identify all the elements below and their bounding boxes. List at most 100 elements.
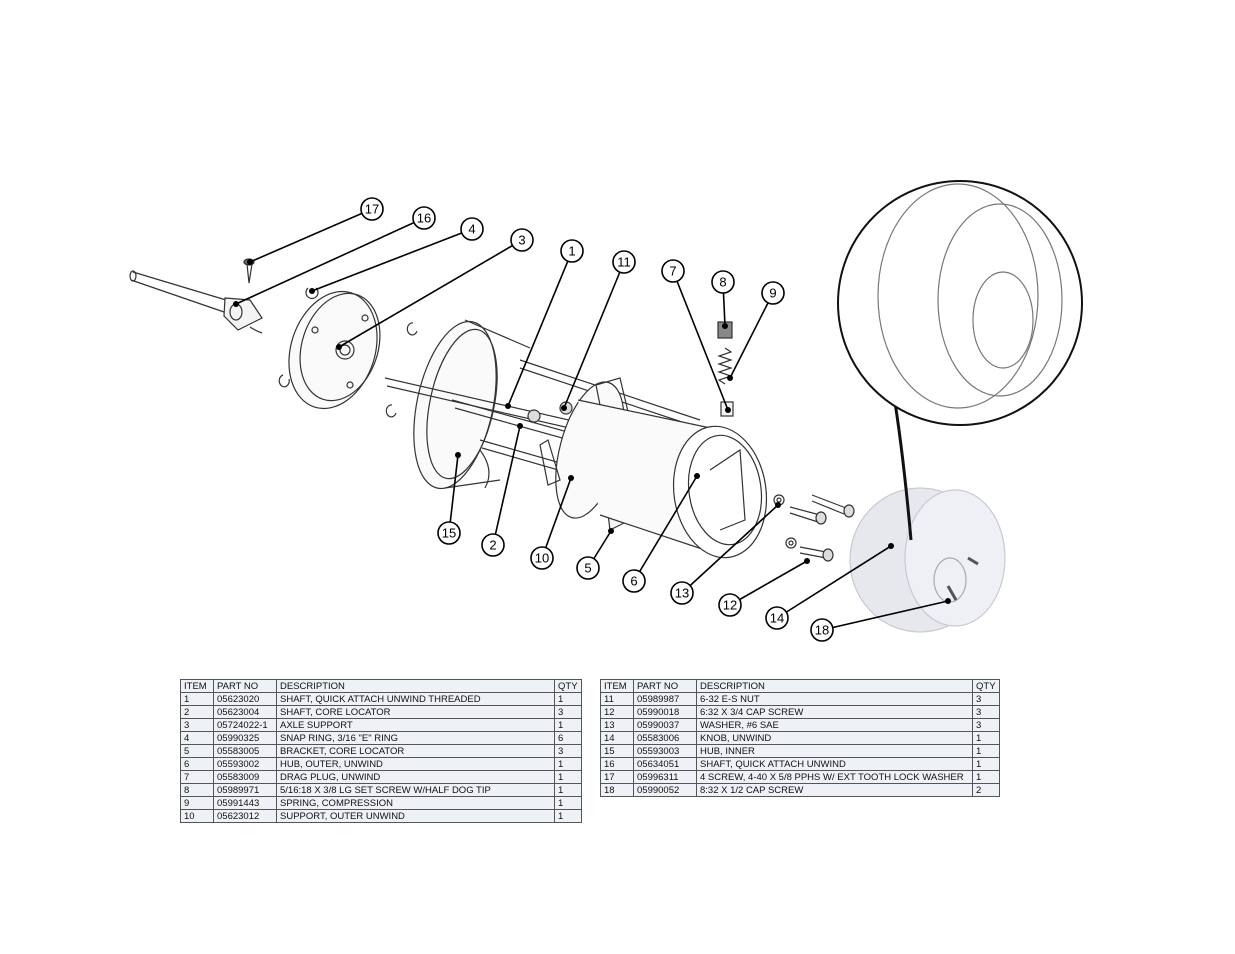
part-no-cell: 05634051 bbox=[633, 757, 697, 771]
description-cell: SPRING, COMPRESSION bbox=[276, 796, 555, 810]
qty-cell: 1 bbox=[554, 757, 582, 771]
unwind-knob-part bbox=[849, 487, 1006, 633]
callout-label: 15 bbox=[442, 526, 456, 541]
item-cell: 15 bbox=[600, 744, 634, 758]
part-no-cell: 05623020 bbox=[213, 692, 277, 706]
part-no-cell: 05593002 bbox=[213, 757, 277, 771]
description-cell: 4 SCREW, 4-40 X 5/8 PPHS W/ EXT TOOTH LO… bbox=[696, 770, 973, 784]
callout-label: 2 bbox=[489, 538, 496, 553]
callout-circle bbox=[412, 206, 436, 230]
item-cell: 8 bbox=[180, 783, 214, 797]
qty-cell: 1 bbox=[554, 796, 582, 810]
qty-cell: 1 bbox=[554, 770, 582, 784]
qty-cell: 1 bbox=[554, 783, 582, 797]
item-cell: 2 bbox=[180, 705, 214, 719]
leader-dots bbox=[233, 259, 951, 604]
callout-circle bbox=[460, 217, 484, 241]
description-cell: 6-32 E-S NUT bbox=[696, 692, 973, 706]
description-cell: SNAP RING, 3/16 "E" RING bbox=[276, 731, 555, 745]
callout-circle bbox=[481, 533, 505, 557]
header-description: DESCRIPTION bbox=[276, 679, 555, 693]
description-cell: KNOB, UNWIND bbox=[696, 731, 973, 745]
callout-label: 10 bbox=[535, 551, 549, 566]
header-qty: QTY bbox=[554, 679, 582, 693]
part-no-cell: 05996311 bbox=[633, 770, 697, 784]
item-cell: 16 bbox=[600, 757, 634, 771]
qty-cell: 3 bbox=[554, 744, 582, 758]
part-no-cell: 05583009 bbox=[213, 770, 277, 784]
snap-rings bbox=[278, 287, 418, 418]
callout-label: 13 bbox=[675, 586, 689, 601]
part-no-cell: 05990052 bbox=[633, 783, 697, 797]
header-part-no: PART NO bbox=[213, 679, 277, 693]
description-cell: AXLE SUPPORT bbox=[276, 718, 555, 732]
qty-cell: 2 bbox=[972, 783, 1000, 797]
description-cell: 6:32 X 3/4 CAP SCREW bbox=[696, 705, 973, 719]
item-cell: 17 bbox=[600, 770, 634, 784]
description-cell: 8:32 X 1/2 CAP SCREW bbox=[696, 783, 973, 797]
description-cell: SHAFT, QUICK ATTACH UNWIND THREADED bbox=[276, 692, 555, 706]
callout-circle bbox=[360, 197, 384, 221]
qty-cell: 1 bbox=[972, 731, 1000, 745]
part-no-cell: 05989987 bbox=[633, 692, 697, 706]
qty-cell: 3 bbox=[972, 705, 1000, 719]
part-no-cell: 05990325 bbox=[213, 731, 277, 745]
callout-label: 12 bbox=[723, 598, 737, 613]
description-cell: BRACKET, CORE LOCATOR bbox=[276, 744, 555, 758]
part-no-cell: 05724022-1 bbox=[213, 718, 277, 732]
part-no-cell: 05990018 bbox=[633, 705, 697, 719]
item-cell: 18 bbox=[600, 783, 634, 797]
callout-circle bbox=[810, 618, 834, 642]
item-cell: 3 bbox=[180, 718, 214, 732]
part-no-cell: 05583006 bbox=[633, 731, 697, 745]
callout-circle bbox=[437, 521, 461, 545]
description-cell: HUB, INNER bbox=[696, 744, 973, 758]
inner-hub-part bbox=[413, 319, 531, 490]
description-cell: DRAG PLUG, UNWIND bbox=[276, 770, 555, 784]
table-header-row: ITEM PART NO DESCRIPTION QTY bbox=[600, 679, 1000, 693]
part-no-cell: 05989971 bbox=[213, 783, 277, 797]
callout-circle bbox=[661, 259, 685, 283]
callout-label: 7 bbox=[669, 264, 676, 279]
callout-label: 18 bbox=[815, 623, 829, 638]
callout-circle bbox=[765, 606, 789, 630]
header-part-no: PART NO bbox=[633, 679, 697, 693]
callout-circle bbox=[560, 239, 584, 263]
callout-label: 5 bbox=[584, 561, 591, 576]
callout-circle bbox=[761, 281, 785, 305]
qty-cell: 1 bbox=[554, 692, 582, 706]
item-cell: 14 bbox=[600, 731, 634, 745]
item-cell: 6 bbox=[180, 757, 214, 771]
description-cell: WASHER, #6 SAE bbox=[696, 718, 973, 732]
axle-support-part bbox=[288, 290, 381, 410]
qty-cell: 3 bbox=[554, 705, 582, 719]
callout-circle bbox=[530, 546, 554, 570]
qty-cell: 3 bbox=[972, 692, 1000, 706]
leader-lines bbox=[235, 208, 949, 631]
description-cell: HUB, OUTER, UNWIND bbox=[276, 757, 555, 771]
qty-cell: 1 bbox=[972, 744, 1000, 758]
header-item: ITEM bbox=[180, 679, 214, 693]
callout-circle bbox=[612, 250, 636, 274]
callout-circle bbox=[576, 556, 600, 580]
qty-cell: 3 bbox=[972, 718, 1000, 732]
qty-cell: 6 bbox=[554, 731, 582, 745]
description-cell: 5/16:18 X 3/8 LG SET SCREW W/HALF DOG TI… bbox=[276, 783, 555, 797]
callout-label: 17 bbox=[365, 202, 379, 217]
description-cell: SHAFT, QUICK ATTACH UNWIND bbox=[696, 757, 973, 771]
